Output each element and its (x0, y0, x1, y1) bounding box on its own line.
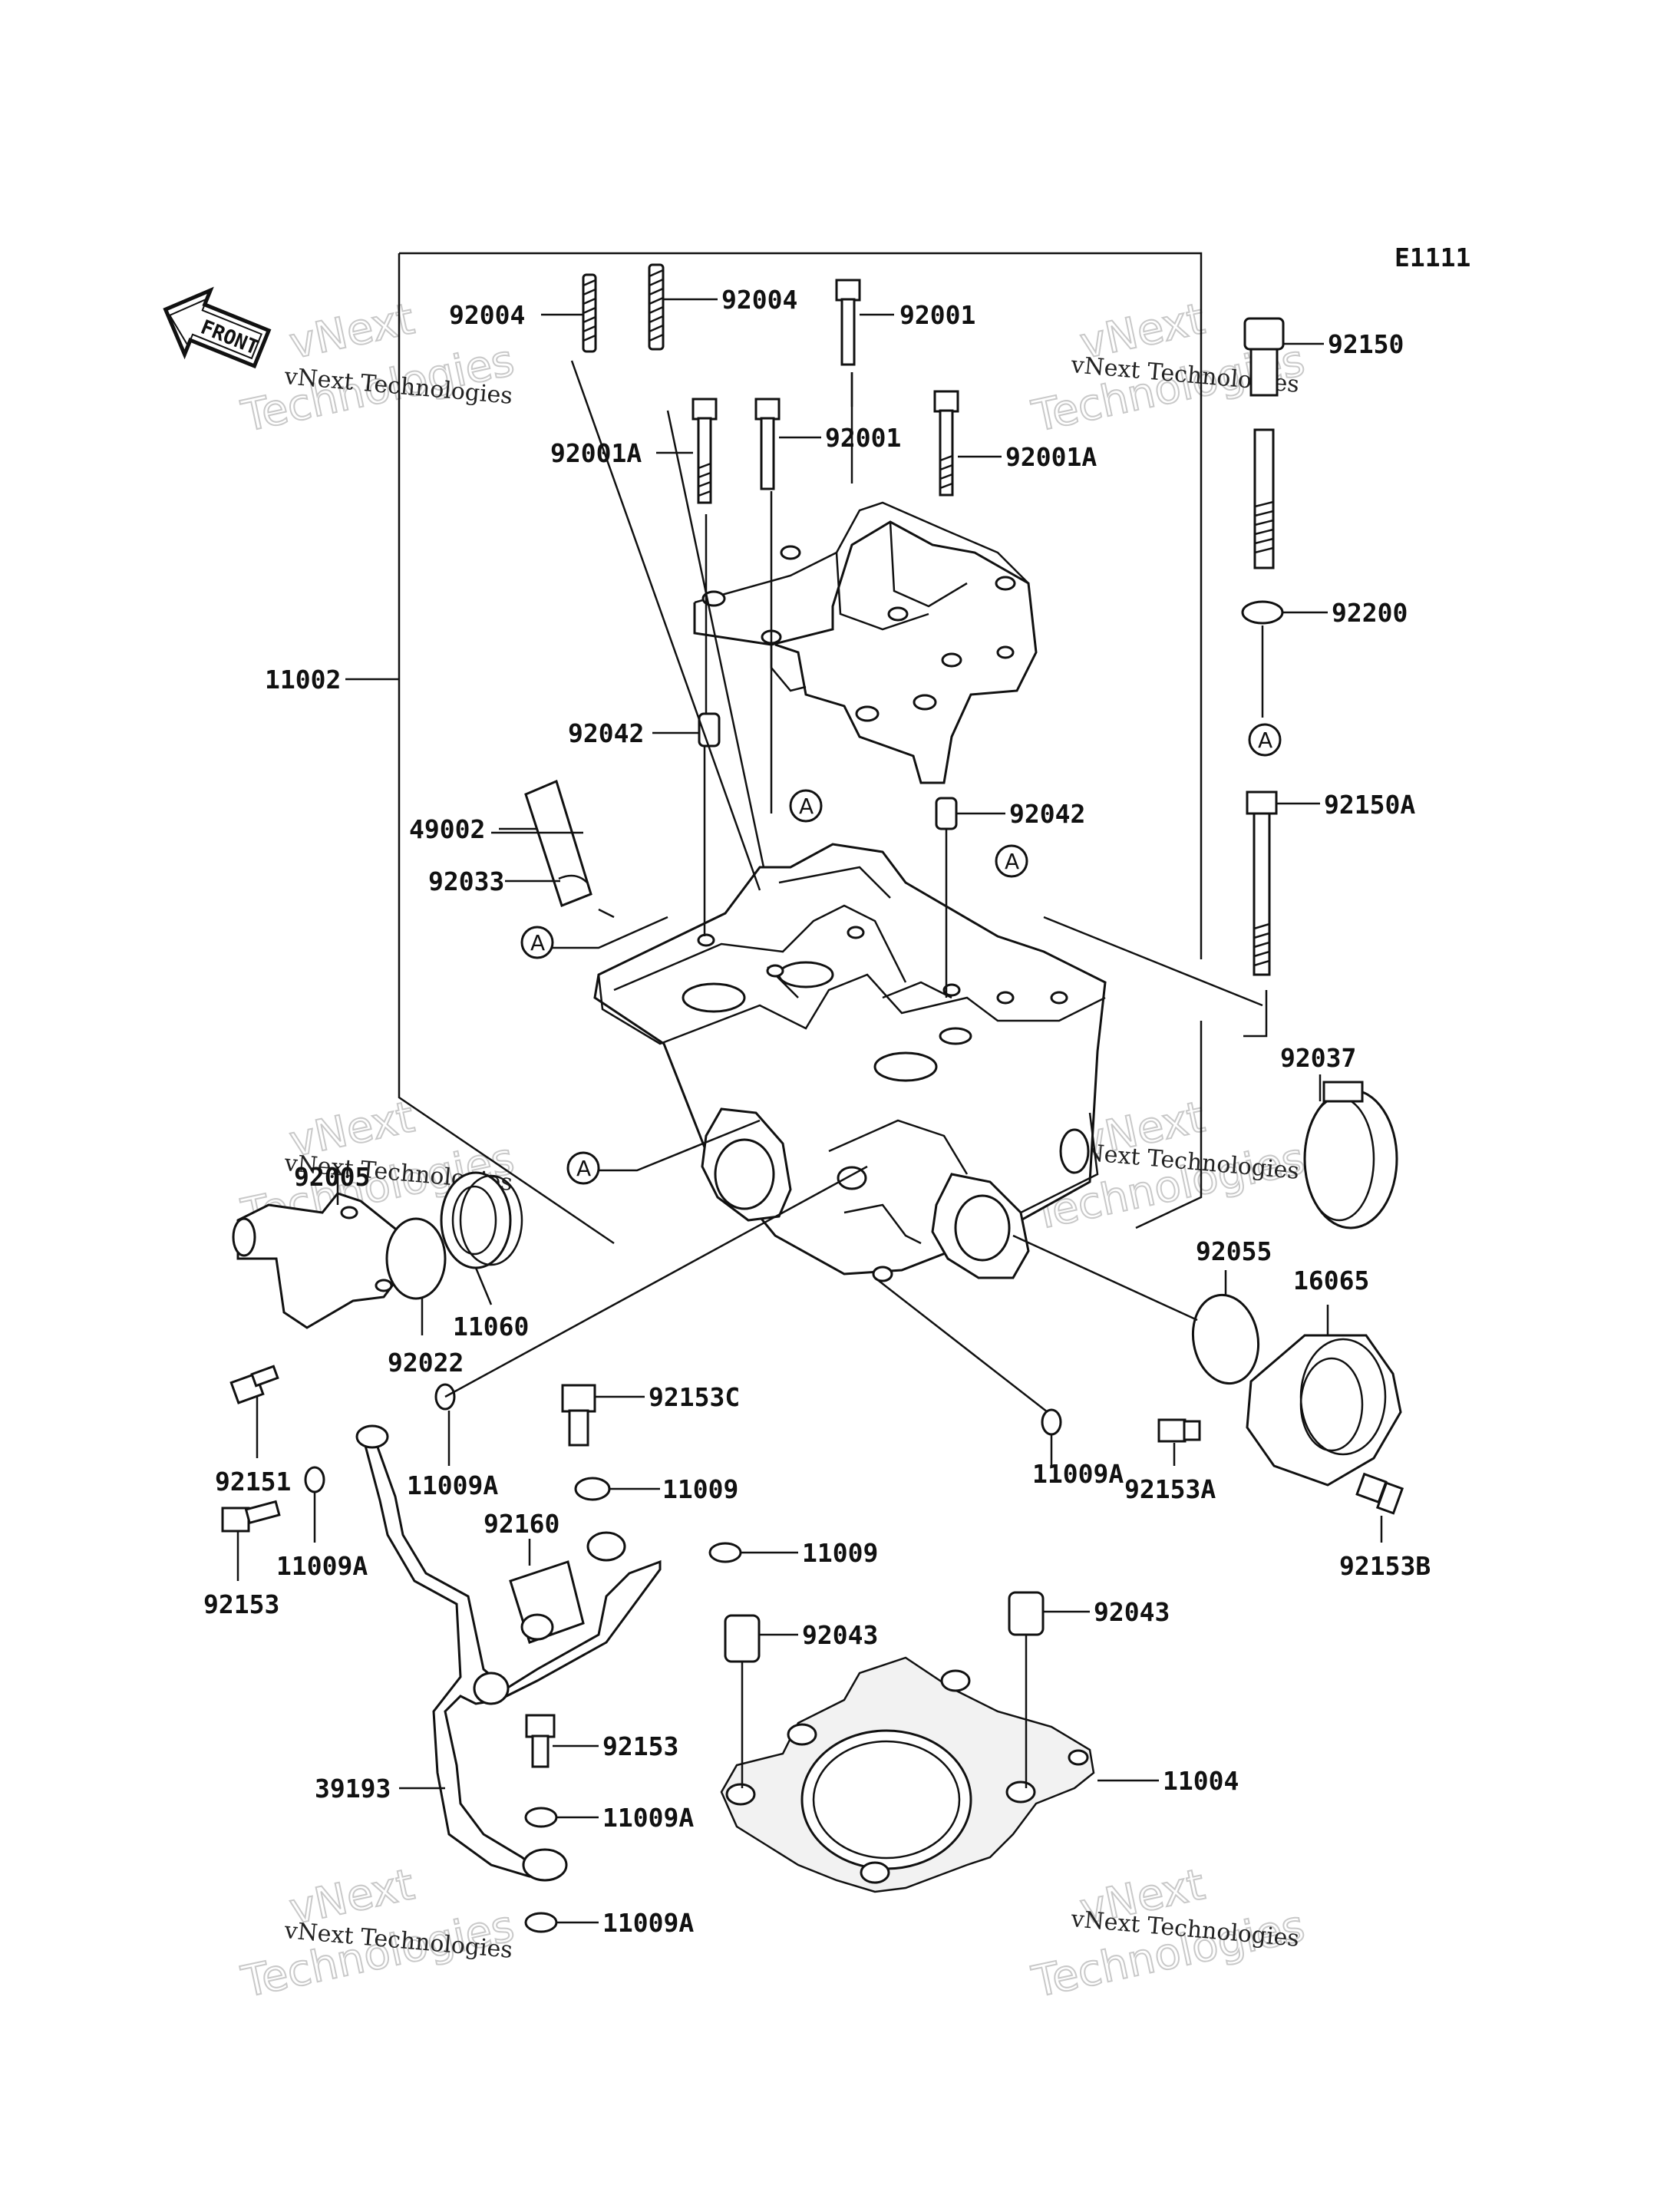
label-11009-1: 11009 (662, 1474, 738, 1504)
label-11009-2: 11009 (802, 1538, 878, 1568)
holder-16065 (1246, 1334, 1402, 1487)
label-92153-left: 92153 (203, 1589, 279, 1619)
label-92004-left: 92004 (449, 300, 525, 330)
svg-text:A: A (1258, 728, 1272, 753)
oil-pipe-end-bottom (522, 1848, 568, 1882)
camshaft-holder (693, 501, 1038, 784)
label-92043-right: 92043 (1094, 1597, 1170, 1627)
washer-11009a-bottom1 (524, 1807, 558, 1828)
tube-49002 (524, 779, 592, 907)
label-11009a-bottom1: 11009A (602, 1803, 694, 1833)
bolt-92153a (1157, 1418, 1201, 1443)
label-92153-mid: 92153 (602, 1731, 678, 1761)
svg-text:A: A (530, 930, 545, 955)
clip-92033 (558, 874, 588, 883)
label-92005: 92005 (294, 1162, 370, 1192)
label-92043-left: 92043 (802, 1620, 878, 1650)
label-92150a: 92150A (1324, 790, 1415, 820)
bolt-92153-mid (525, 1714, 556, 1768)
bolt-92001-top (835, 279, 861, 366)
front-arrow-icon: FRONT (163, 286, 272, 369)
dowel-92043-left (724, 1614, 761, 1663)
label-92001-mid: 92001 (825, 423, 901, 453)
label-11009a-right: 11009A (1032, 1459, 1124, 1489)
ref-marker-a-2: A (1248, 723, 1282, 757)
label-92153a: 92153A (1124, 1474, 1216, 1504)
label-92022: 92022 (388, 1348, 464, 1378)
ref-marker-a-5: A (566, 1151, 600, 1185)
bolt-92001a-left (691, 398, 718, 504)
fitting-92005 (232, 1192, 408, 1329)
union-92160 (509, 1560, 585, 1644)
oil-pipe-end-top (355, 1424, 389, 1449)
label-39193: 39193 (315, 1774, 391, 1804)
label-11002: 11002 (265, 665, 341, 695)
o-ring-92022 (385, 1217, 447, 1300)
svg-text:A: A (1005, 849, 1019, 874)
oil-pipe-banjo (586, 1531, 626, 1562)
label-11009a-mid: 11009A (276, 1551, 368, 1581)
washer-11009a-mid (304, 1466, 325, 1493)
label-92153c: 92153C (649, 1382, 740, 1412)
washer-11009-1 (574, 1477, 611, 1501)
dowel-92042-right (935, 797, 958, 830)
stud-92004-right (648, 263, 665, 351)
label-11004: 11004 (1163, 1766, 1239, 1796)
bolt-92001a-right (933, 390, 959, 497)
label-49002: 49002 (409, 814, 485, 844)
assembly-outline (398, 252, 1203, 1245)
cylinder-head (593, 843, 1107, 1282)
clamp-92037 (1303, 1081, 1398, 1229)
stud-92004-left (582, 273, 597, 353)
label-92160: 92160 (484, 1509, 559, 1539)
bolt-92153b (1355, 1472, 1404, 1515)
label-92001-top: 92001 (899, 300, 975, 330)
label-11009a-left: 11009A (407, 1470, 498, 1500)
label-92151: 92151 (215, 1467, 291, 1497)
washer-11009a-right (1041, 1408, 1062, 1436)
bolt-92150a (1246, 790, 1278, 976)
label-92055: 92055 (1196, 1236, 1272, 1266)
label-92042-right: 92042 (1009, 799, 1085, 829)
bolt-92153-left (221, 1500, 281, 1533)
bolt-92001-mid (754, 398, 781, 490)
bolt-92150 (1243, 317, 1285, 569)
svg-text:A: A (576, 1156, 591, 1181)
label-11009a-bottom2: 11009A (602, 1908, 694, 1938)
label-92001a-right: 92001A (1005, 442, 1097, 472)
head-gasket-11004 (720, 1656, 1095, 1893)
label-92004-right: 92004 (721, 285, 797, 315)
o-ring-92055 (1191, 1293, 1260, 1385)
ref-marker-a-4: A (520, 926, 554, 959)
ref-marker-a-1: A (789, 789, 823, 823)
svg-text:A: A (799, 794, 814, 819)
diagram-code: E1111 (1394, 243, 1470, 272)
washer-92200 (1241, 600, 1284, 625)
washer-11009-2 (708, 1542, 742, 1563)
label-92033: 92033 (428, 866, 504, 896)
label-92200: 92200 (1332, 598, 1408, 628)
washer-11009a-bottom2 (524, 1912, 558, 1933)
label-92001a-left: 92001A (550, 438, 642, 468)
label-92150: 92150 (1328, 329, 1404, 359)
ref-marker-a-3: A (995, 844, 1028, 878)
label-11060: 11060 (453, 1312, 529, 1342)
bolt-92153c (561, 1384, 596, 1447)
label-92153b: 92153B (1339, 1551, 1431, 1581)
label-92042-left: 92042 (568, 718, 644, 748)
label-92037: 92037 (1280, 1043, 1356, 1073)
bolt-92151 (229, 1365, 279, 1404)
label-16065: 16065 (1293, 1266, 1369, 1295)
oil-pipe-joint (473, 1672, 510, 1705)
leader-lines (236, 298, 1383, 1924)
dowel-92043-right (1008, 1591, 1045, 1636)
